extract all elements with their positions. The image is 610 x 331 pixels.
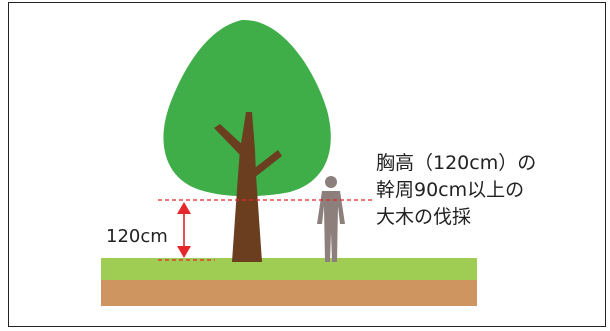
soil-layer (101, 279, 477, 306)
grass-layer (101, 258, 477, 280)
height-label: 120cm (106, 226, 168, 247)
caption-line-1: 胸高（120cm）の (376, 152, 537, 174)
tree-trunk (214, 112, 282, 262)
caption-line-3: 大木の伐採 (376, 206, 472, 228)
caption-line-2: 幹周90cm以上の (376, 179, 525, 201)
caption-text: 胸高（120cm）の 幹周90cm以上の 大木の伐採 (376, 150, 536, 231)
person-silhouette-icon (317, 176, 345, 262)
tree-foliage (163, 19, 331, 197)
height-arrow (177, 202, 191, 258)
